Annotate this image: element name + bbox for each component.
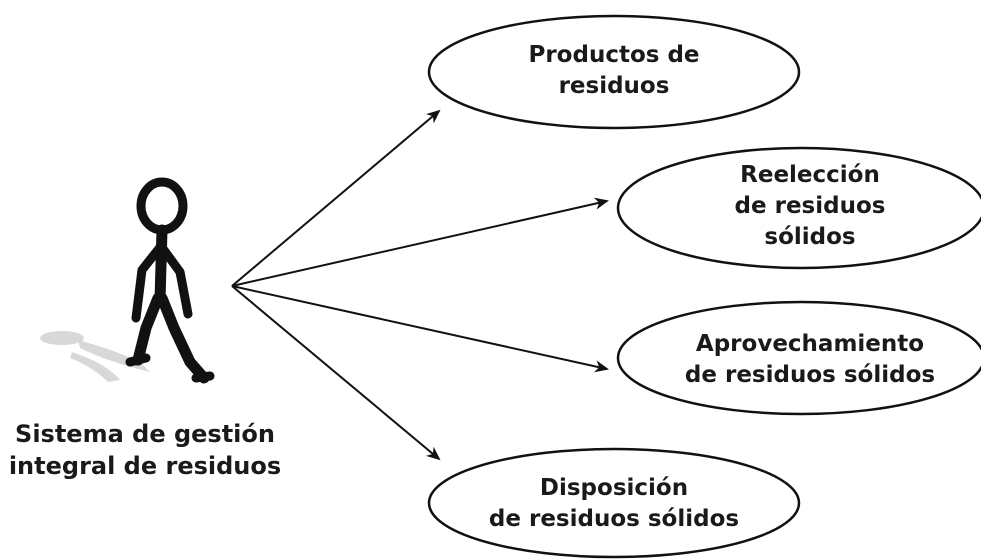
- use-case-ellipse-aprovechamiento[interactable]: [616, 300, 981, 416]
- use-case-label-aprovechamiento[interactable]: Aprovechamiento de residuos sólidos: [660, 329, 960, 391]
- use-case-label-line: Reelección: [740, 162, 880, 188]
- use-case-label-line: Productos de: [528, 42, 700, 68]
- actor-label: Sistema de gestión integral de residuos: [0, 418, 290, 482]
- use-case-label-line: de residuos: [734, 193, 886, 219]
- use-case-ellipse-reeleccion[interactable]: [616, 146, 981, 270]
- arrow-to-disposicion: [231, 285, 441, 461]
- actor-label-line: Sistema de gestión: [15, 420, 275, 448]
- arrow-to-reeleccion: [231, 197, 609, 287]
- use-case-ellipse-disposicion[interactable]: [427, 447, 801, 559]
- use-case-label-productos[interactable]: Productos de residuos: [484, 40, 744, 102]
- use-case-label-reeleccion[interactable]: Reelección de residuos sólidos: [680, 160, 940, 253]
- use-case-label-line: de residuos sólidos: [488, 506, 740, 532]
- use-case-label-disposicion[interactable]: Disposición de residuos sólidos: [460, 473, 768, 535]
- use-case-label-line: residuos: [558, 73, 670, 99]
- arrow-to-productos: [231, 109, 441, 287]
- arrow-to-aprovechamiento: [231, 285, 609, 373]
- use-case-label-line: sólidos: [764, 224, 856, 250]
- actor-stick-figure-icon: [125, 177, 215, 384]
- use-case-label-line: Disposición: [539, 475, 689, 501]
- use-case-label-line: de residuos sólidos: [684, 362, 936, 388]
- use-case-ellipse-productos[interactable]: [427, 14, 801, 130]
- use-case-label-line: Aprovechamiento: [695, 331, 925, 357]
- actor-label-line: integral de residuos: [8, 452, 282, 480]
